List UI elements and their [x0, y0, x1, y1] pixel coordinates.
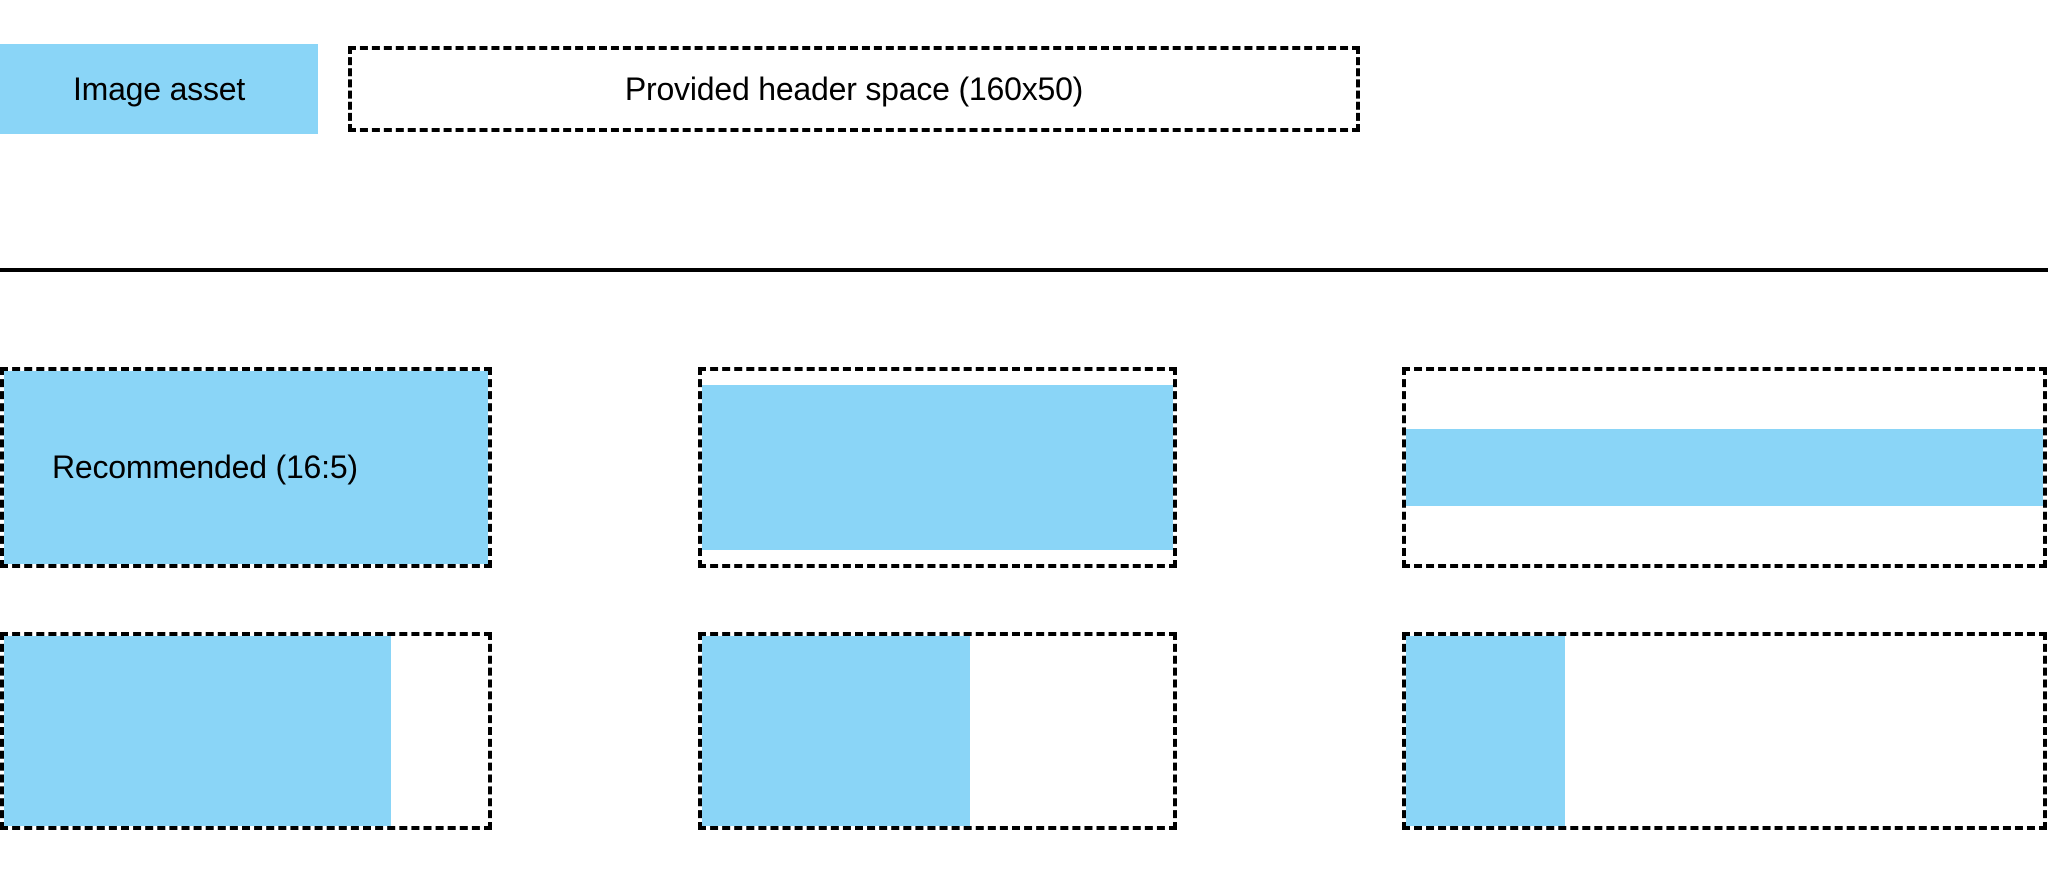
aspect-ratio-sample-grid: Recommended (16:5): [0, 367, 2048, 830]
provided-header-space-label: Provided header space (160x50): [624, 71, 1084, 107]
sample-cell: Recommended (16:5): [0, 367, 492, 568]
image-asset-label: Image asset: [72, 71, 246, 107]
sample-row: [0, 632, 2048, 830]
sample-row: Recommended (16:5): [0, 367, 2048, 568]
section-divider: [0, 268, 2048, 272]
sample-cell: [1402, 632, 2047, 830]
asset-fill: [702, 636, 971, 826]
sample-cell: [0, 632, 492, 830]
header-legend-row: Image asset Provided header space (160x5…: [0, 44, 2048, 134]
asset-fill: [4, 636, 392, 826]
image-asset-swatch: Image asset: [0, 44, 318, 134]
sample-cell: [1402, 367, 2047, 568]
sample-cell: [698, 367, 1177, 568]
asset-fill: [1406, 636, 1566, 826]
asset-fill: [4, 371, 488, 564]
asset-fill: [702, 384, 1173, 551]
provided-header-space-box: Provided header space (160x50): [348, 46, 1360, 132]
asset-fill: [1406, 428, 2043, 507]
sample-cell: [698, 632, 1177, 830]
